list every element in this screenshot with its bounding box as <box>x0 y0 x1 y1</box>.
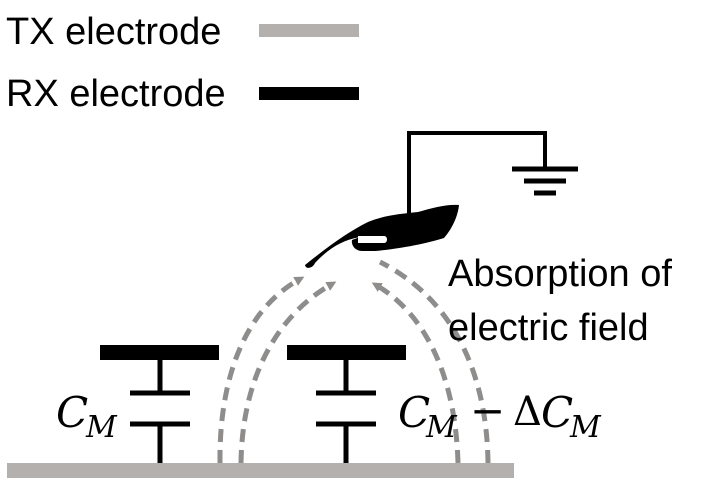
cm-left-symbol: C <box>56 388 88 437</box>
annotation-line-1: Absorption of <box>448 253 672 295</box>
rx-electrode-left <box>100 345 219 360</box>
minus-operator: − <box>470 386 505 435</box>
label-cm-right: C M − Δ C M <box>398 386 602 445</box>
field-line-left-inner <box>238 281 337 464</box>
legend: TX electrode RX electrode <box>6 11 359 115</box>
delta-symbol: Δ <box>513 389 542 435</box>
field-line-right-inner <box>371 282 461 464</box>
label-cm-left: C M <box>56 388 118 445</box>
ground-icon <box>512 166 578 196</box>
capacitor-left <box>130 360 190 463</box>
legend-tx-label: TX electrode <box>6 11 221 53</box>
field-lines <box>217 259 491 464</box>
absorption-annotation: Absorption of electric field <box>448 253 672 349</box>
field-line-left-outer <box>217 276 305 464</box>
ground-wire <box>407 131 547 218</box>
tx-electrode <box>7 463 514 478</box>
cm-right-subscript: M <box>425 410 458 445</box>
legend-rx-swatch <box>259 87 359 100</box>
legend-tx-swatch <box>259 24 359 37</box>
rx-electrode-right <box>287 345 406 360</box>
cm-left-subscript: M <box>85 410 118 445</box>
legend-rx-label: RX electrode <box>6 73 226 115</box>
finger-icon <box>305 204 459 268</box>
field-line-right-outer <box>378 259 491 464</box>
delta-cm-subscript: M <box>569 410 602 445</box>
annotation-line-2: electric field <box>448 307 649 349</box>
delta-cm-symbol: C <box>541 388 573 437</box>
cm-right-symbol: C <box>398 388 430 437</box>
capacitor-right <box>316 360 376 463</box>
